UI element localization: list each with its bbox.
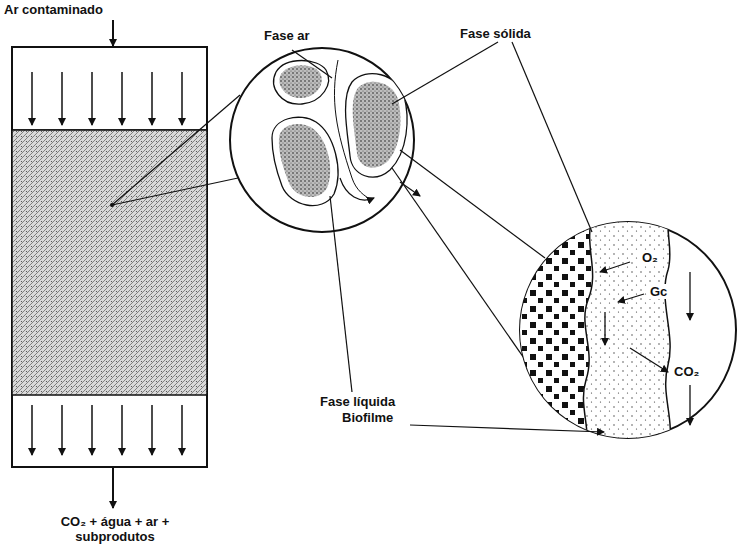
phase-label: Fase líquida — [318, 394, 397, 409]
gas-label: Gc — [648, 284, 669, 299]
gas-label: CO₂ — [672, 364, 701, 379]
phase-label: Fase sólida — [458, 26, 533, 41]
inlet-label: Ar contaminado — [4, 2, 103, 17]
biofilm-label: Biofilme — [340, 410, 395, 425]
gas-label: O₂ — [640, 250, 660, 265]
outlet-label: CO₂ + água + ar + subprodutos — [30, 514, 200, 544]
phase-label: Fase ar — [262, 28, 312, 43]
